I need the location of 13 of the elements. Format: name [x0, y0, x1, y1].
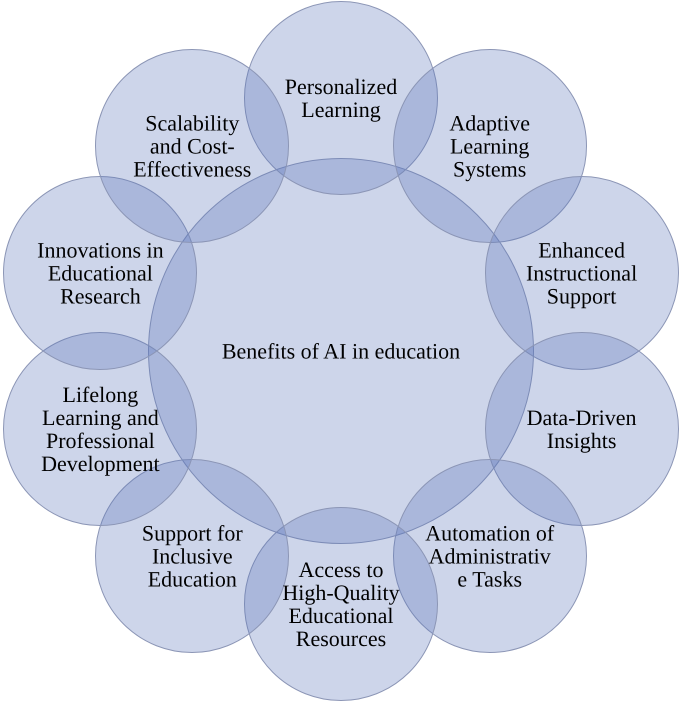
circle-label: Lifelong Learning and Professional Development — [40, 383, 160, 476]
circle-label: Scalability and Cost-Effectiveness — [132, 112, 252, 181]
circle-label: Automation of Administrativ e Tasks — [424, 521, 555, 590]
circle-label: Support for Inclusive Education — [141, 521, 244, 590]
outer-circle — [3, 176, 198, 370]
circle-label: Adaptive Learning Systems — [448, 112, 531, 181]
circle-label: Data-Driven Insights — [526, 406, 638, 452]
outer-circle — [484, 332, 679, 526]
circle-label: Innovations in Educational Research — [36, 238, 164, 308]
center-label: Benefits of AI in education — [221, 340, 461, 362]
circle-label: Access to High-Quality Educational Resources — [282, 558, 400, 650]
circle-label: Personalized Learning — [284, 75, 398, 121]
circle-label: Enhanced Instructional Support — [525, 238, 638, 308]
